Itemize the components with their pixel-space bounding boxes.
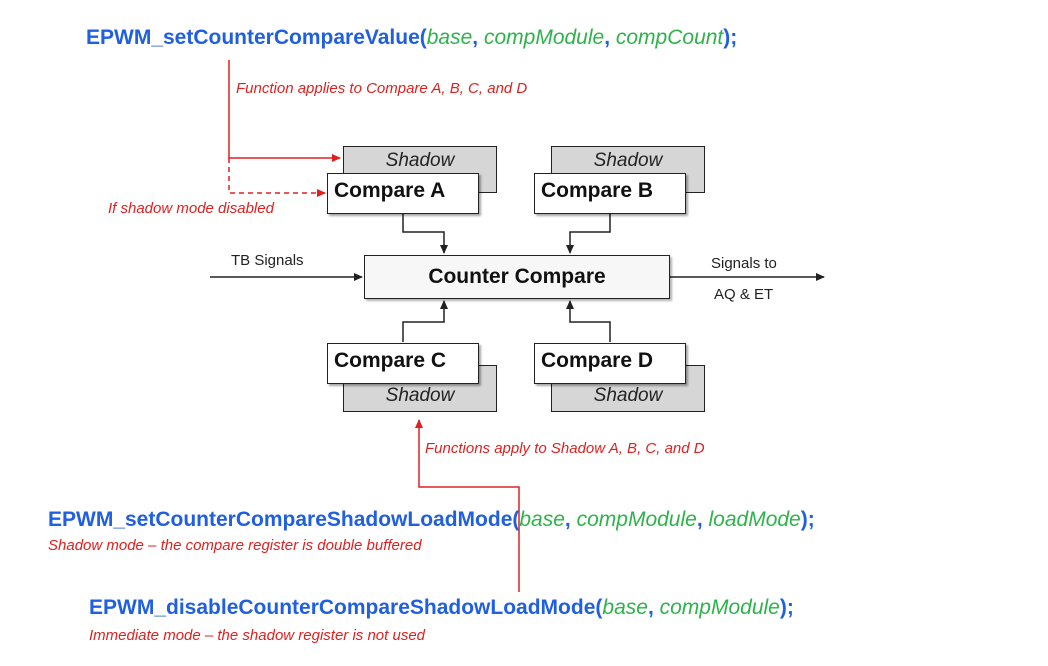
signals-to-label: Signals to (711, 255, 777, 272)
function-name: EPWM_setCounterCompareShadowLoadMode (48, 508, 513, 531)
function-disable-counter-compare-shadow-load-mode: EPWM_disableCounterCompareShadowLoadMode… (89, 596, 794, 619)
param-base: base (519, 508, 565, 531)
note-applies-shadow: Functions apply to Shadow A, B, C, and D (425, 440, 705, 457)
function-name: EPWM_setCounterCompareValue (86, 26, 420, 49)
tb-signals-label: TB Signals (231, 252, 304, 269)
note-immediate-mode: Immediate mode – the shadow register is … (89, 627, 426, 644)
function-set-counter-compare-value: EPWM_setCounterCompareValue(base, compMo… (86, 26, 738, 49)
arrow-compare-d-to-cc (566, 300, 611, 342)
arrow-compare-c-to-cc (402, 300, 448, 342)
param-base: base (426, 26, 473, 49)
compare-register-d: Compare D (534, 343, 686, 384)
note-shadow-disabled: If shadow mode disabled (108, 200, 274, 217)
function-set-counter-compare-shadow-load-mode: EPWM_setCounterCompareShadowLoadMode(bas… (48, 508, 815, 531)
param-comp-count: compCount (615, 26, 724, 49)
compare-register-b: Compare B (534, 173, 686, 214)
compare-register-a: Compare A (327, 173, 479, 214)
param-comp-module: compModule (483, 26, 605, 49)
aq-et-label: AQ & ET (714, 286, 774, 303)
note-shadow-mode: Shadow mode – the compare register is do… (48, 537, 422, 554)
arrow-compare-b-to-cc (566, 213, 611, 254)
param-load-mode: loadMode (708, 508, 801, 531)
function-name: EPWM_disableCounterCompareShadowLoadMode (89, 596, 596, 619)
arrow-to-compare-a-dashed (228, 158, 326, 197)
param-comp-module: compModule (659, 596, 780, 619)
compare-register-c: Compare C (327, 343, 479, 384)
arrow-to-shadow-c (415, 419, 520, 592)
param-comp-module: compModule (576, 508, 697, 531)
arrow-compare-a-to-cc (402, 213, 448, 254)
counter-compare-block: Counter Compare (364, 255, 670, 299)
arrow-to-shadow-a (228, 60, 341, 162)
note-applies-compare: Function applies to Compare A, B, C, and… (236, 80, 528, 97)
param-base: base (602, 596, 648, 619)
